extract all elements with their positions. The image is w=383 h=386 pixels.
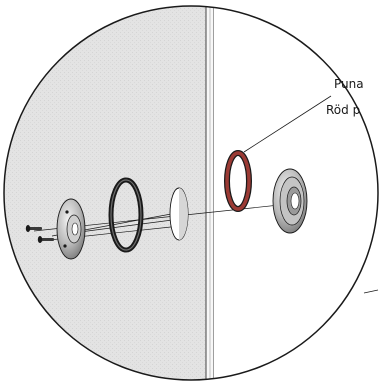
mounting-plate-icon	[56, 198, 86, 260]
wall-hole-icon	[169, 187, 189, 241]
screw-icon	[25, 225, 42, 232]
callout-label-line-1: Puna	[334, 77, 364, 91]
screw-icon	[37, 236, 54, 243]
escutcheon-icon	[272, 168, 308, 234]
callout-leader-line	[243, 95, 332, 153]
o-ring-icon	[108, 177, 144, 253]
red-seal-ring-icon	[224, 150, 252, 212]
callout-leader-line-lower	[363, 289, 379, 294]
magnifier-circle-outline	[3, 5, 379, 381]
callout-label-line-2: Röd p	[326, 103, 360, 117]
